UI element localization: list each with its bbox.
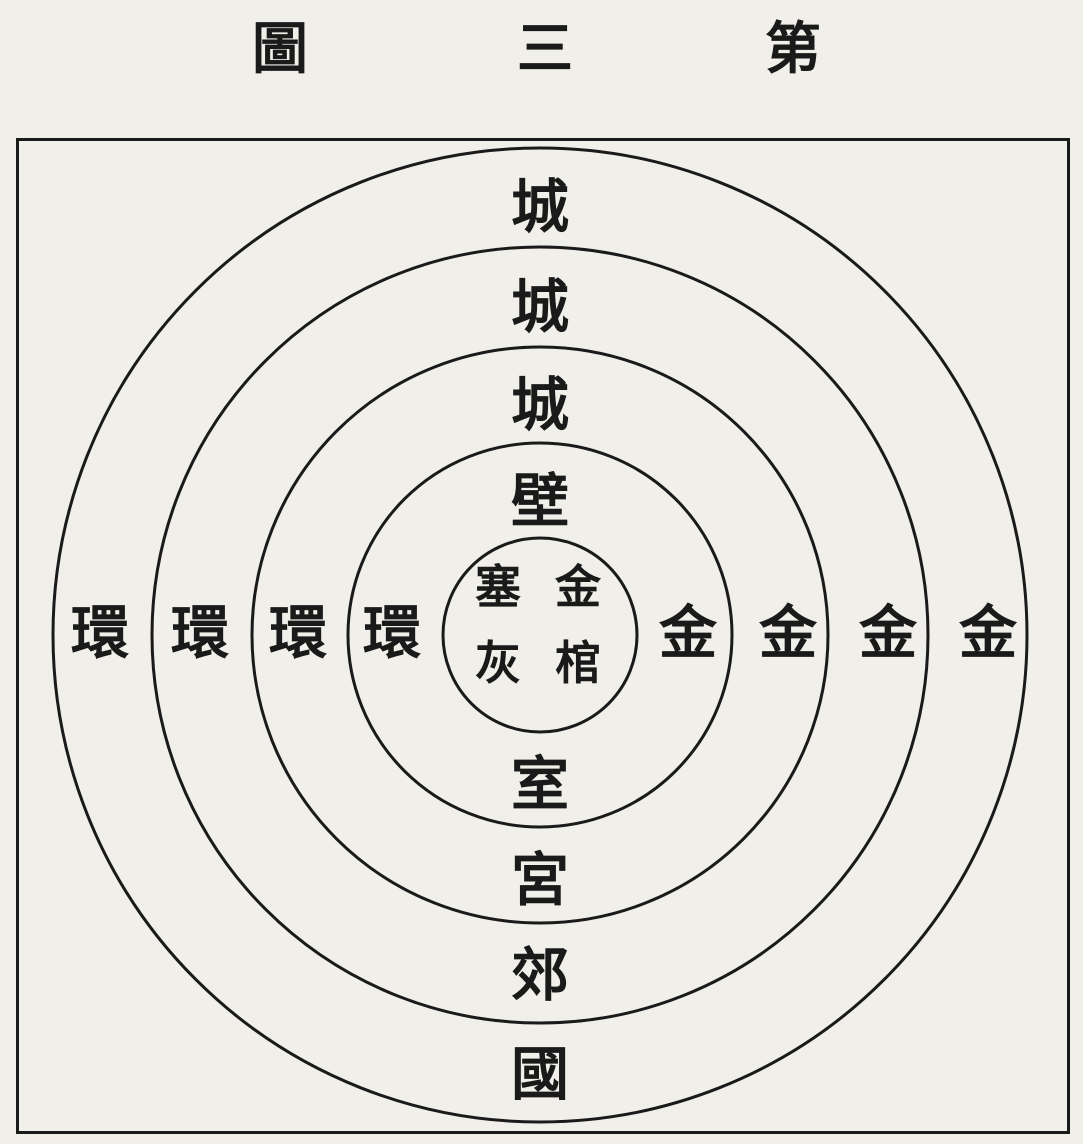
figure-title: 圖 三 第 [0,14,1083,84]
left-label-2: 環 [170,599,229,667]
left-label-3: 環 [268,599,327,667]
center-right-bottom: 棺 [555,636,601,690]
right-label-3: 金 [858,599,917,667]
right-label-2: 金 [758,599,817,667]
ring-5 [441,536,639,734]
ring-1 [51,146,1029,1124]
right-label-4: 金 [958,599,1017,667]
top-label-2: 城 [510,273,569,341]
ring-3 [250,345,830,925]
ring-4 [346,441,734,829]
bottom-label-1: 室 [510,750,569,818]
title-char-middle: 三 [517,16,573,82]
title-char-left: 圖 [252,16,308,82]
right-label-1: 金 [658,599,717,667]
top-label-1: 城 [510,173,569,241]
center-left-bottom: 灰 [475,636,521,690]
top-label-3: 城 [510,371,569,439]
bottom-label-4: 國 [510,1040,569,1108]
center-left-top: 塞 [475,560,521,614]
left-label-1: 環 [70,599,129,667]
bottom-label-2: 宮 [510,846,569,914]
bottom-label-3: 郊 [510,941,569,1009]
ring-2 [150,245,930,1025]
title-char-right: 第 [765,16,821,82]
top-label-4: 壁 [510,467,569,535]
left-label-4: 環 [362,599,421,667]
diagram-frame [16,138,1070,1134]
center-right-top: 金 [555,560,601,614]
